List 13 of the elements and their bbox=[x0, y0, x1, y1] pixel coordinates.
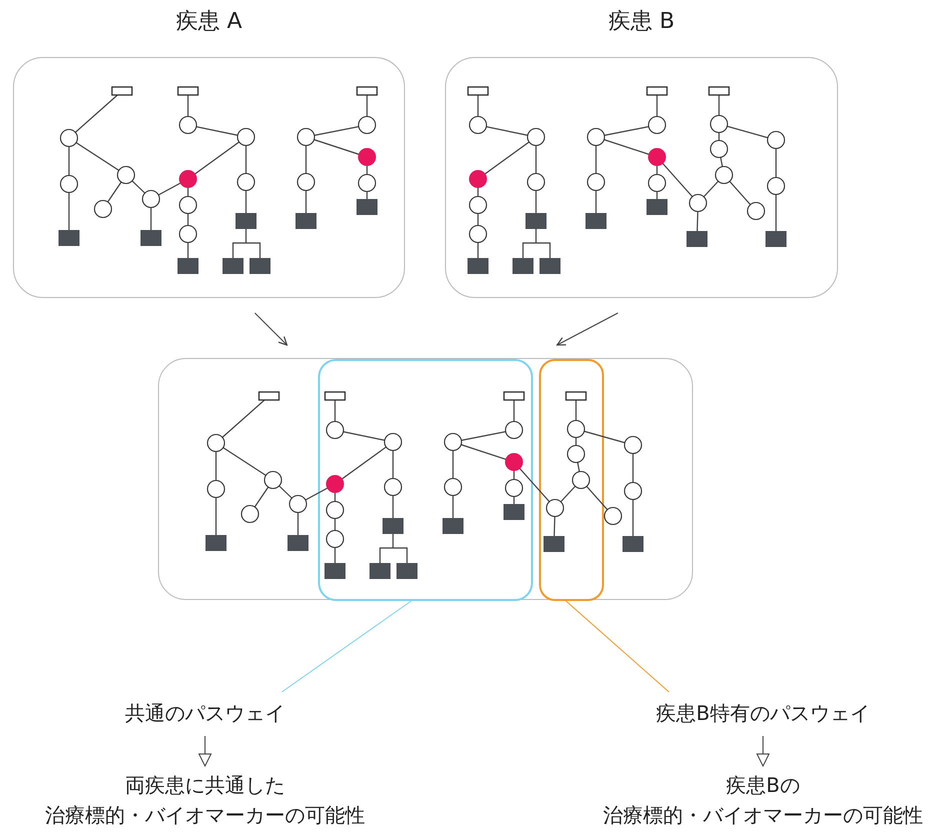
pathway-label: 疾患B特有のパスウェイ bbox=[656, 698, 870, 728]
panel-heading: 疾患 A bbox=[176, 9, 242, 34]
leader-line bbox=[565, 600, 670, 692]
pathway-label: 共通のパスウェイ bbox=[125, 698, 285, 728]
panel-heading: 疾患 B bbox=[608, 9, 675, 34]
leader-line bbox=[281, 600, 412, 692]
conclusion-text: 疾患Bの治療標的・バイオマーカーの可能性 bbox=[603, 770, 923, 830]
highlight-frame bbox=[318, 359, 533, 601]
arrow bbox=[254, 312, 288, 346]
arrow bbox=[556, 312, 618, 346]
arrow bbox=[756, 736, 770, 766]
conclusion-text: 両疾患に共通した治療標的・バイオマーカーの可能性 bbox=[45, 770, 365, 830]
arrow bbox=[198, 736, 212, 766]
